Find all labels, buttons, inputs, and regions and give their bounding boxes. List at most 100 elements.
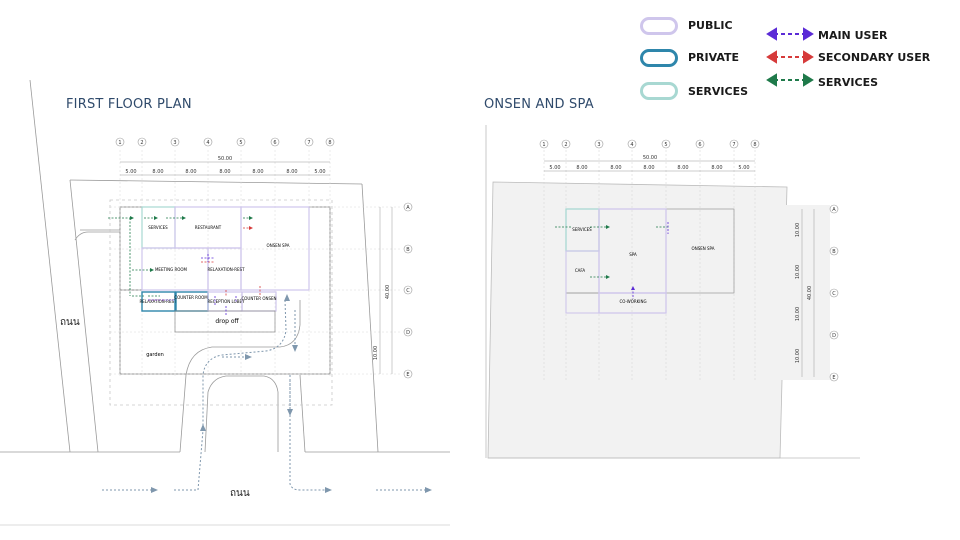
svg-text:E: E (832, 375, 835, 381)
onsen-column-markers: 1 2 3 4 5 6 7 8 (539, 139, 760, 149)
svg-text:5: 5 (664, 142, 667, 148)
onsen-room-cafe (565, 250, 600, 314)
onsen-rooms: SERVICES SPA ONSEN SPA CAFA CO-WORKING (565, 208, 735, 314)
onsen-room-co-working (598, 292, 667, 314)
svg-text:10.00: 10.00 (795, 223, 801, 237)
svg-text:10.00: 10.00 (795, 349, 801, 363)
svg-text:RELAXATION-REST: RELAXATION-REST (139, 299, 177, 304)
svg-text:8.00: 8.00 (610, 165, 621, 171)
svg-text:8.00: 8.00 (643, 165, 654, 171)
svg-text:3: 3 (173, 140, 176, 146)
room-relaxation-rest (207, 247, 242, 291)
secondary-user-arrow-icon (766, 50, 814, 64)
onsen-site (485, 125, 860, 459)
legend-public-swatch (640, 17, 678, 35)
legend-public-label: PUBLIC (688, 19, 733, 32)
svg-text:RESTAURANT: RESTAURANT (195, 225, 222, 230)
secondary-flow-arrows (148, 226, 261, 301)
svg-text:8.00: 8.00 (252, 169, 263, 175)
svg-text:8.00: 8.00 (219, 169, 230, 175)
svg-text:COUNTER ONSEN: COUNTER ONSEN (241, 296, 276, 301)
svg-text:7: 7 (307, 140, 310, 146)
svg-text:40.00: 40.00 (385, 285, 391, 299)
column-markers: 1 2 3 4 5 6 7 8 (115, 137, 335, 147)
svg-text:5.00: 5.00 (738, 165, 749, 171)
svg-text:SPA: SPA (629, 252, 637, 257)
svg-text:5.00: 5.00 (314, 169, 325, 175)
svg-text:MEETING ROOM: MEETING ROOM (155, 267, 188, 272)
svg-text:B: B (832, 249, 836, 255)
legend-services-flow-label: SERVICES (818, 76, 879, 89)
width-dimensions: 50.00 5.00 8.00 8.00 8.00 8.00 8.00 5.00 (120, 156, 330, 176)
onsen-spa-plan: 1 2 3 4 5 6 7 8 50.00 5.00 8.00 8.00 8.0… (485, 125, 860, 459)
onsen-spa-plan-title: ONSEN AND SPA (484, 97, 594, 112)
svg-text:5: 5 (239, 140, 242, 146)
legend-services-label: SERVICES (688, 85, 749, 98)
svg-text:5.00: 5.00 (549, 165, 560, 171)
services-flow-arrows (108, 216, 253, 297)
vehicle-flow-arrows (102, 294, 432, 493)
first-floor-plan: 1 2 3 4 5 6 7 8 50.00 5.00 8.00 8.00 8.0… (0, 79, 450, 526)
svg-text:10.00: 10.00 (373, 346, 379, 360)
svg-text:8.00: 8.00 (152, 169, 163, 175)
onsen-row-markers: A B C D E (829, 204, 839, 382)
grid-lines (110, 150, 400, 378)
svg-text:6: 6 (273, 140, 276, 146)
svg-text:B: B (406, 247, 410, 253)
svg-text:D: D (832, 333, 836, 339)
legend-secondary-user-label: SECONDARY USER (818, 51, 931, 64)
svg-text:SERVICES: SERVICES (572, 227, 592, 232)
svg-text:SERVICES: SERVICES (148, 225, 168, 230)
svg-text:1: 1 (542, 142, 545, 148)
site-boundary (109, 199, 333, 406)
svg-text:C: C (832, 291, 836, 297)
svg-text:8: 8 (328, 140, 331, 146)
legend-private-swatch (640, 49, 678, 67)
svg-text:2: 2 (564, 142, 567, 148)
svg-text:3: 3 (597, 142, 600, 148)
svg-text:10.00: 10.00 (795, 307, 801, 321)
site-lines (0, 79, 450, 526)
svg-text:40.00: 40.00 (807, 286, 813, 300)
drop-off-area (174, 310, 276, 333)
onsen-depth-dimensions: 10.00 10.00 10.00 10.00 40.00 (795, 209, 815, 377)
svg-text:ONSEN SPA: ONSEN SPA (692, 246, 715, 251)
svg-text:8.00: 8.00 (711, 165, 722, 171)
svg-text:10.00: 10.00 (795, 265, 801, 279)
svg-text:6: 6 (698, 142, 701, 148)
depth-dimensions: 40.00 10.00 (373, 207, 393, 374)
services-arrow-icon (766, 73, 814, 87)
svg-text:drop off: drop off (215, 318, 239, 325)
onsen-width-dimensions: 50.00 5.00 8.00 8.00 8.00 8.00 8.00 5.00 (544, 155, 755, 172)
svg-text:A: A (832, 207, 836, 213)
road-label-bottom: ถนน (230, 488, 250, 499)
svg-text:7: 7 (732, 142, 735, 148)
svg-text:RELAXATION-REST: RELAXATION-REST (207, 267, 245, 272)
svg-text:4: 4 (630, 142, 633, 148)
legend-main-user-label: MAIN USER (818, 29, 888, 42)
svg-text:1: 1 (118, 140, 121, 146)
main-user-arrow-icon (766, 27, 814, 41)
first-floor-plan-title: FIRST FLOOR PLAN (66, 97, 192, 112)
svg-text:ONSEN SPA: ONSEN SPA (267, 243, 290, 248)
row-markers: A B C D E (403, 202, 413, 379)
road-label-left: ถนน (60, 317, 80, 328)
legend-flow-arrows (766, 27, 814, 87)
svg-text:50.00: 50.00 (643, 155, 657, 161)
svg-text:8.00: 8.00 (677, 165, 688, 171)
main-user-flow-arrows (148, 254, 237, 315)
svg-text:E: E (406, 372, 409, 378)
svg-text:8.00: 8.00 (286, 169, 297, 175)
svg-text:CO-WORKING: CO-WORKING (619, 299, 646, 304)
rooms: SERVICES RESTAURANT ONSEN SPA MEETING RO… (139, 206, 310, 358)
svg-text:C: C (406, 288, 410, 294)
svg-text:50.00: 50.00 (218, 156, 232, 162)
legend-services-swatch (640, 82, 678, 100)
svg-text:A: A (406, 205, 410, 211)
svg-text:CAFA: CAFA (575, 268, 585, 273)
svg-text:COUNTER ROOM: COUNTER ROOM (174, 295, 208, 300)
svg-text:4: 4 (206, 140, 209, 146)
svg-text:RECEPTION LOBBY: RECEPTION LOBBY (207, 299, 245, 304)
svg-text:D: D (406, 330, 410, 336)
svg-text:2: 2 (140, 140, 143, 146)
